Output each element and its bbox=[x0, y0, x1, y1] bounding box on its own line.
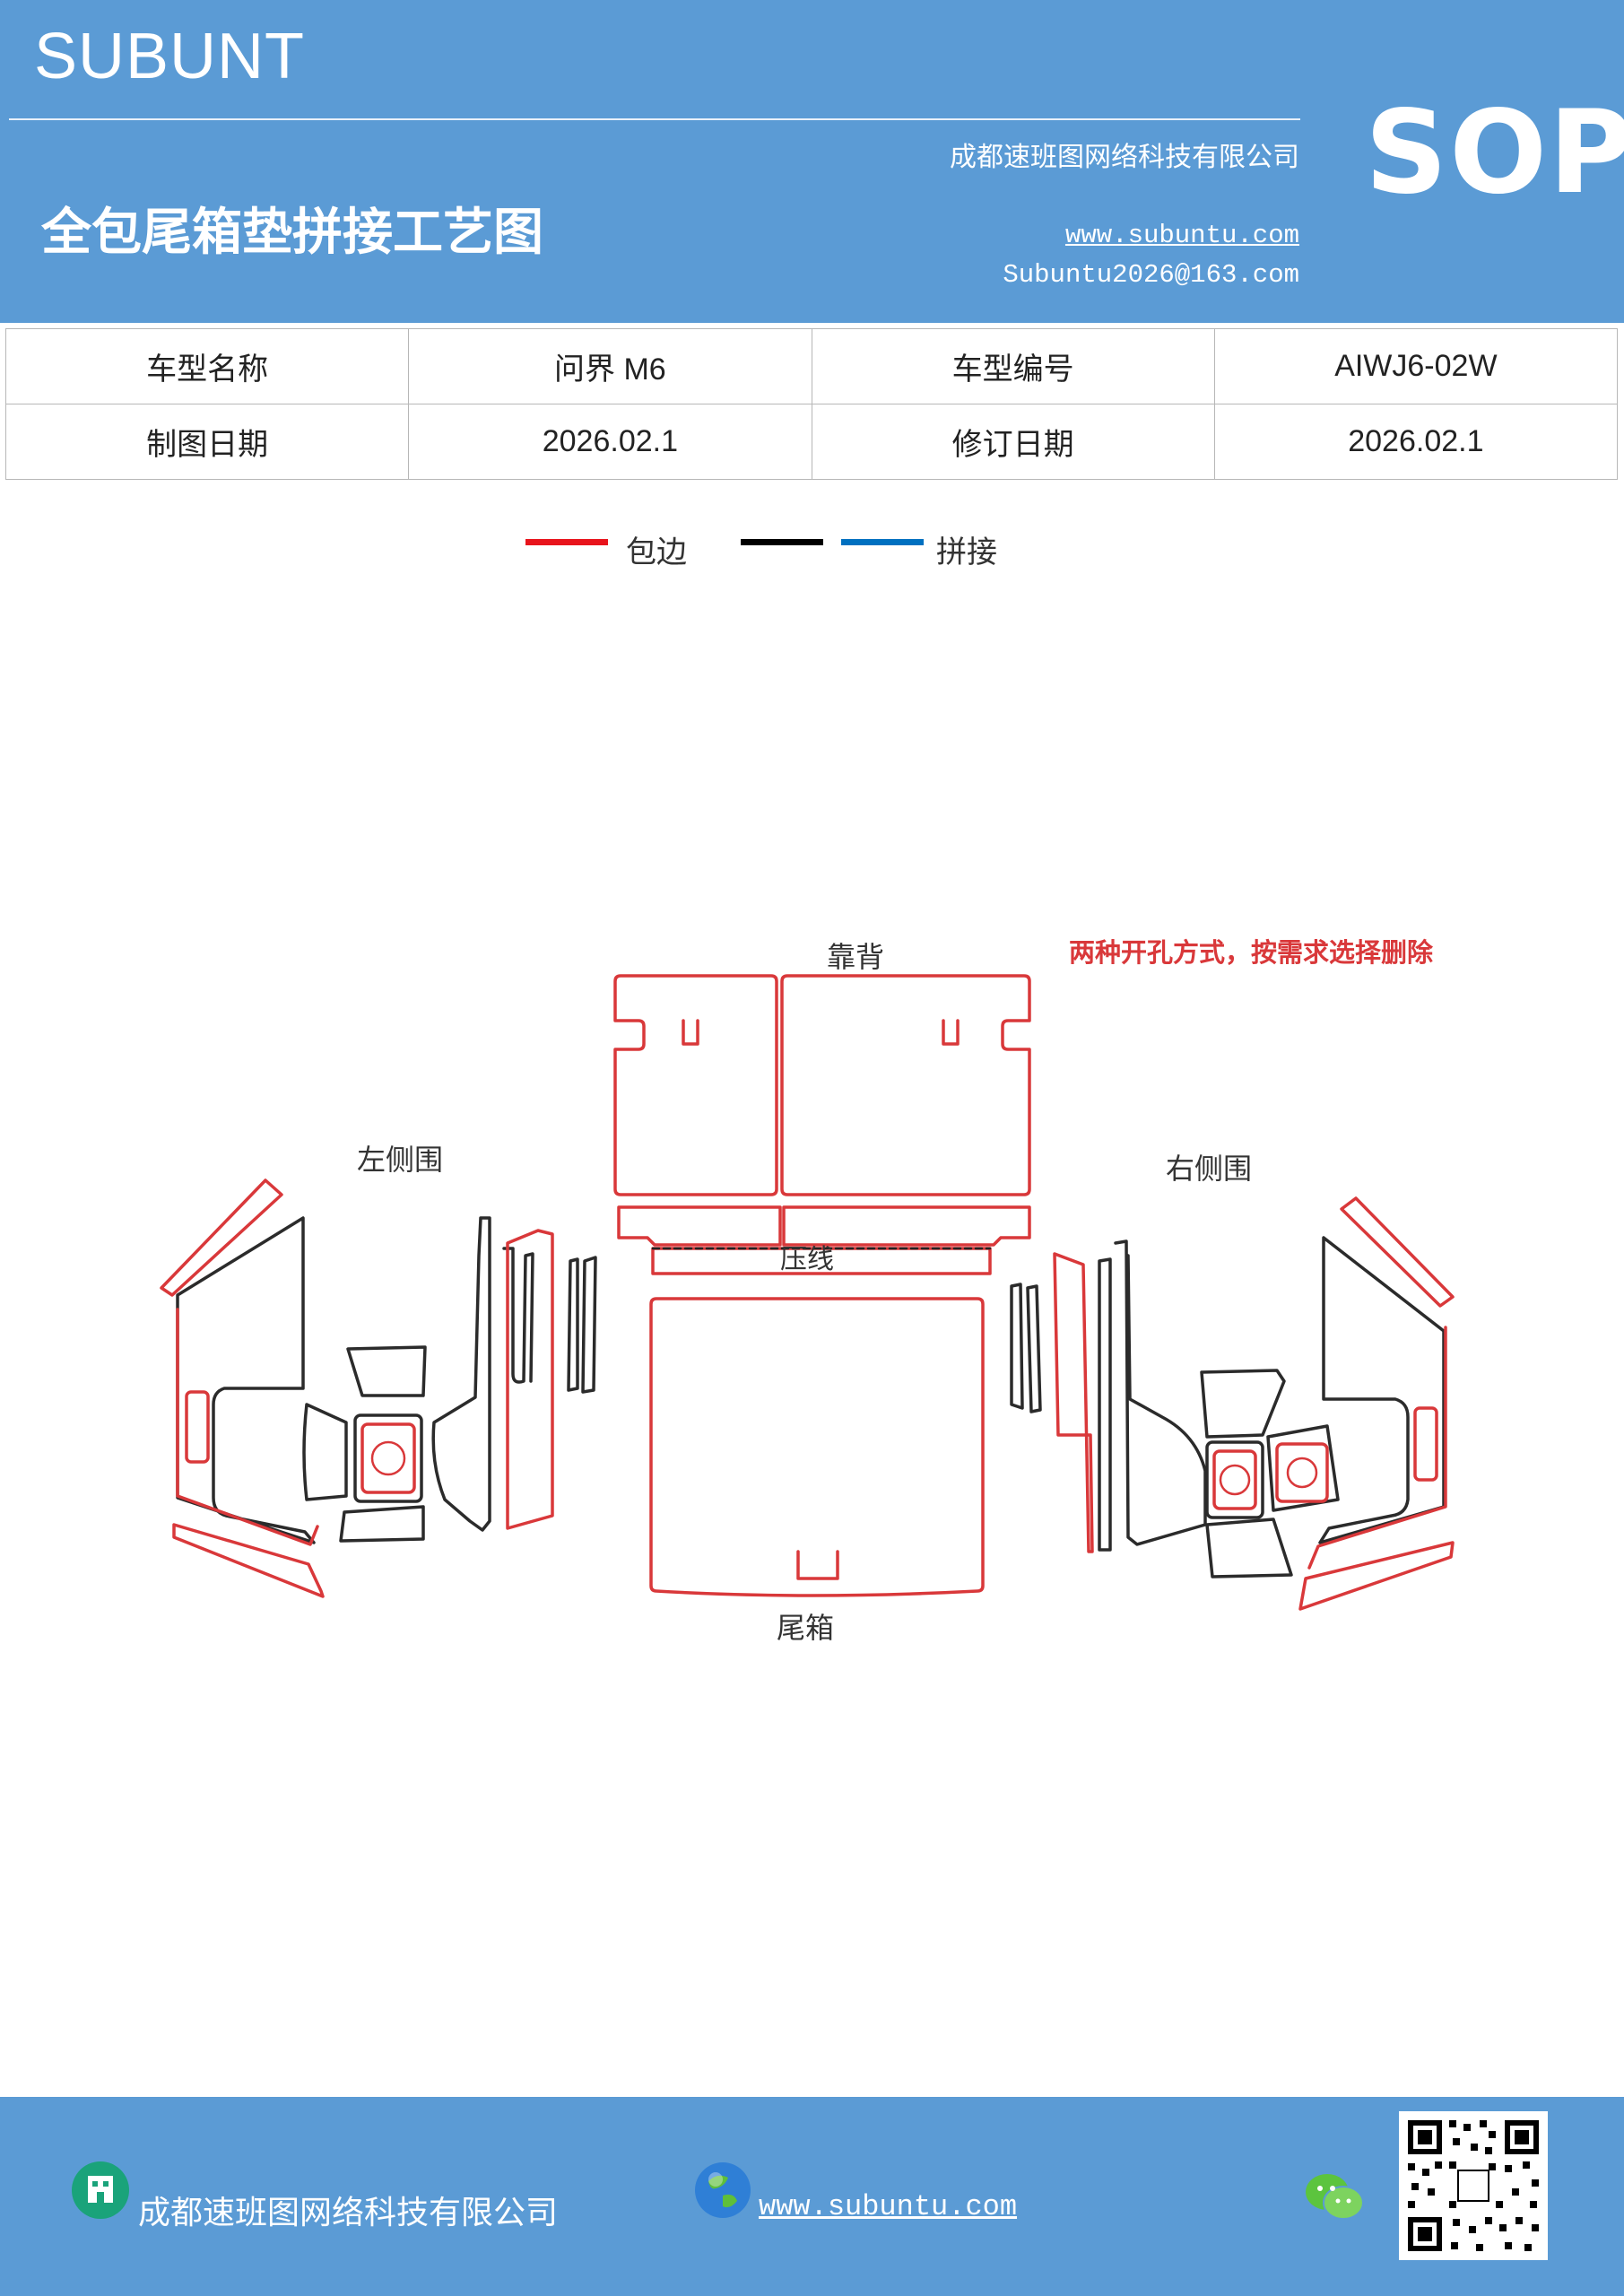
vehicle-info-table: 车型名称 问界 M6 车型编号 AIWJ6-02W 制图日期 2026.02.1… bbox=[4, 328, 1619, 480]
left-outer-pillar bbox=[506, 1229, 554, 1530]
label-left-side: 左侧围 bbox=[357, 1143, 443, 1177]
wechat-icon[interactable] bbox=[1304, 2170, 1365, 2222]
legend-swatch-splice bbox=[841, 539, 924, 545]
label-trunk: 尾箱 bbox=[777, 1611, 834, 1645]
left-vent-top bbox=[346, 1345, 427, 1397]
model-code-label: 车型编号 bbox=[811, 328, 1215, 404]
legend-swatch-edge bbox=[525, 539, 608, 545]
footer-website-link[interactable]: www.subuntu.com bbox=[759, 2190, 1018, 2223]
right-rosette-a bbox=[1219, 1464, 1251, 1496]
backrest-panels bbox=[613, 974, 1031, 1275]
left-pillar bbox=[431, 1216, 491, 1532]
revision-date-value: 2026.02.1 bbox=[1213, 404, 1619, 480]
qr-code-icon[interactable] bbox=[1399, 2111, 1548, 2260]
drawing-date-value: 2026.02.1 bbox=[408, 404, 812, 480]
right-vent-bottom bbox=[1205, 1518, 1293, 1578]
crease-strip bbox=[651, 1247, 992, 1275]
right-vent-frame-left bbox=[1205, 1440, 1264, 1519]
left-rosette bbox=[370, 1440, 406, 1476]
backrest-left-panel bbox=[613, 974, 778, 1196]
left-small-tab bbox=[185, 1390, 210, 1464]
right-side-wall bbox=[1010, 1196, 1455, 1611]
left-upper-panel bbox=[176, 1216, 316, 1544]
trunk-floor-notch bbox=[796, 1550, 839, 1580]
sop-badge: SOP bbox=[1365, 86, 1624, 220]
right-narrow-strip-b bbox=[1026, 1284, 1042, 1413]
header-divider bbox=[9, 118, 1300, 120]
left-vent-left bbox=[302, 1403, 348, 1501]
trunk-floor bbox=[649, 1297, 985, 1597]
label-backrest: 靠背 bbox=[827, 940, 884, 974]
brand-name: SUBUNT bbox=[34, 21, 306, 92]
legend-swatch-black bbox=[741, 539, 823, 545]
left-upper-trim bbox=[160, 1178, 283, 1297]
backrest-right-slot bbox=[942, 1019, 960, 1046]
label-hole-note: 两种开孔方式，按需求选择删除 bbox=[1069, 937, 1434, 968]
left-vent-bottom bbox=[339, 1505, 425, 1543]
model-name-value: 问界 M6 bbox=[408, 328, 812, 404]
left-narrow-strip-a bbox=[567, 1257, 579, 1392]
model-code-value: AIWJ6-02W bbox=[1213, 328, 1619, 404]
legend-label-splice: 拼接 bbox=[936, 535, 997, 570]
right-pillar bbox=[1114, 1239, 1207, 1546]
revision-date-label: 修订日期 bbox=[811, 404, 1215, 480]
left-side-wall bbox=[160, 1178, 597, 1598]
right-outer-pillar bbox=[1053, 1252, 1094, 1553]
left-vent-frame bbox=[353, 1413, 423, 1503]
left-pillar-strip bbox=[502, 1247, 534, 1384]
right-outer-edge bbox=[1307, 1326, 1447, 1570]
legend-label-edge: 包边 bbox=[626, 535, 687, 570]
right-vent-frame-right bbox=[1266, 1424, 1340, 1512]
upper-strip-left bbox=[617, 1205, 782, 1247]
right-upper-panel bbox=[1318, 1236, 1446, 1544]
table-row: 制图日期 2026.02.1 修订日期 2026.02.1 bbox=[4, 404, 1619, 480]
website-link[interactable]: www.subuntu.com bbox=[1064, 221, 1299, 250]
globe-icon bbox=[695, 2162, 751, 2218]
document-title: 全包尾箱垫拼接工艺图 bbox=[41, 204, 543, 262]
model-name-label: 车型名称 bbox=[4, 328, 410, 404]
backrest-right-panel bbox=[780, 974, 1031, 1196]
left-outer-edge bbox=[176, 1308, 319, 1546]
right-vent-inner-left bbox=[1212, 1449, 1257, 1510]
left-vent-inner bbox=[360, 1422, 416, 1494]
right-upper-trim bbox=[1340, 1196, 1455, 1308]
right-rosette-b bbox=[1286, 1457, 1318, 1489]
email-address: Subuntu2026@163.com bbox=[1003, 260, 1299, 290]
right-lower-trim bbox=[1298, 1541, 1455, 1611]
drawing-date-label: 制图日期 bbox=[4, 404, 410, 480]
right-narrow-strip-a bbox=[1010, 1283, 1024, 1410]
right-vent-top bbox=[1200, 1369, 1286, 1439]
table-row: 车型名称 问界 M6 车型编号 AIWJ6-02W bbox=[4, 328, 1619, 404]
line-legend: 包边 拼接 bbox=[525, 527, 1099, 572]
company-name: 成都速班图网络科技有限公司 bbox=[950, 142, 1299, 173]
right-pillar-strip bbox=[1098, 1257, 1112, 1552]
backrest-left-slot bbox=[682, 1019, 699, 1046]
right-small-tab bbox=[1413, 1406, 1438, 1482]
right-vent-inner-right bbox=[1275, 1442, 1329, 1503]
trunk-mat-diagram: 靠背 两种开孔方式，按需求选择删除 左侧围 右侧围 压线 尾箱 bbox=[160, 937, 1455, 1645]
left-narrow-strip-b bbox=[581, 1256, 597, 1394]
label-crease: 压线 bbox=[780, 1244, 834, 1275]
footer-banner: 成都速班图网络科技有限公司 www.subuntu.com bbox=[0, 2097, 1624, 2296]
label-right-side: 右侧围 bbox=[1166, 1152, 1252, 1186]
building-icon bbox=[72, 2161, 129, 2219]
footer-company-name: 成都速班图网络科技有限公司 bbox=[138, 2195, 559, 2231]
header-banner: SUBUNT 成都速班图网络科技有限公司 全包尾箱垫拼接工艺图 www.subu… bbox=[0, 0, 1624, 323]
upper-strip-right bbox=[782, 1205, 1031, 1247]
left-lower-trim bbox=[172, 1523, 325, 1598]
vent-rosettes bbox=[370, 1440, 1318, 1496]
trunk-floor-panel bbox=[649, 1297, 985, 1597]
